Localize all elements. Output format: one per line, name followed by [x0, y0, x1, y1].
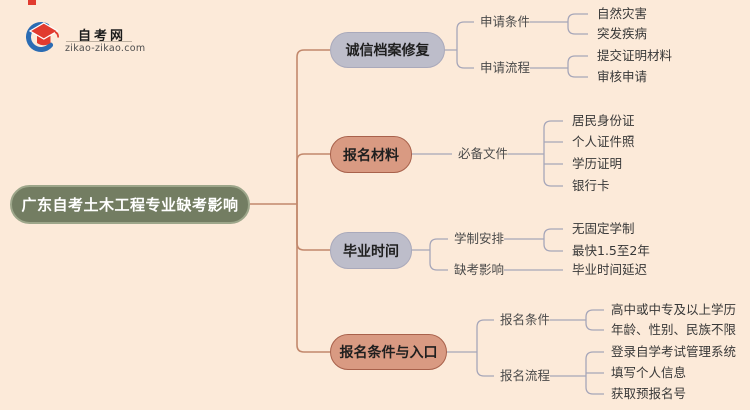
leaf-review-application: 审核申请	[597, 68, 648, 84]
site-url: zikao-zikao.com	[65, 43, 146, 54]
leaf-photo: 个人证件照	[572, 133, 635, 149]
branch-node-registration-materials: 报名材料	[330, 136, 412, 173]
fork-b4c2	[550, 351, 604, 395]
leaf-fastest-term: 最快1.5至2年	[572, 242, 650, 258]
site-name: 自考网	[78, 29, 127, 44]
leaf-submit-proof: 提交证明材料	[597, 47, 673, 63]
leaf-education-proof: 学历证明	[572, 155, 623, 171]
logo-divider	[66, 41, 132, 42]
leaf-no-fixed-term: 无固定学制	[572, 220, 635, 236]
graduation-cap-icon	[26, 22, 60, 52]
branch-node-graduation-time: 毕业时间	[330, 232, 412, 269]
subtopic-apply-process: 申请流程	[480, 59, 531, 75]
fork-b4	[447, 319, 494, 377]
subtopic-registration-process: 报名流程	[500, 367, 551, 383]
site-logo: 自考网 zikao-zikao.com	[26, 20, 146, 54]
decor-red-square	[28, 0, 36, 5]
link-branch-1	[296, 49, 330, 204]
link-branch-4	[296, 204, 330, 353]
fork-b1	[445, 21, 474, 69]
branch-node-credit-file-repair: 诚信档案修复	[330, 32, 445, 68]
leaf-no-restriction: 年龄、性别、民族不限	[611, 321, 737, 337]
fork-b3	[412, 238, 448, 271]
subtopic-apply-conditions: 申请条件	[480, 13, 531, 29]
link-branch-2	[296, 153, 330, 204]
branch-node-registration-entry: 报名条件与入口	[330, 334, 447, 370]
leaf-education-requirement: 高中或中专及以上学历	[611, 301, 737, 317]
leaf-natural-disaster: 自然灾害	[597, 5, 648, 21]
leaf-sudden-illness: 突发疾病	[597, 25, 648, 41]
subtopic-registration-conditions: 报名条件	[500, 311, 551, 327]
fork-b4c1	[550, 309, 604, 331]
fork-b1c2	[530, 55, 588, 78]
leaf-get-number: 获取预报名号	[611, 385, 687, 401]
fork-b1c1	[530, 13, 588, 35]
root-node: 广东自考土木工程专业缺考影响	[10, 185, 250, 224]
subtopic-absence-impact: 缺考影响	[454, 261, 505, 277]
leaf-login-system: 登录自学考试管理系统	[611, 343, 737, 359]
link-branch-3	[296, 204, 330, 251]
leaf-bank-card: 银行卡	[572, 177, 610, 193]
leaf-fill-info: 填写个人信息	[611, 364, 687, 380]
fork-b2c1	[508, 120, 563, 187]
fork-b3c1	[504, 228, 563, 252]
subtopic-schooling-arrangement: 学制安排	[454, 230, 505, 246]
leaf-id-card: 居民身份证	[572, 112, 635, 128]
leaf-graduation-delay: 毕业时间延迟	[572, 261, 648, 277]
subtopic-required-files: 必备文件	[458, 145, 509, 161]
